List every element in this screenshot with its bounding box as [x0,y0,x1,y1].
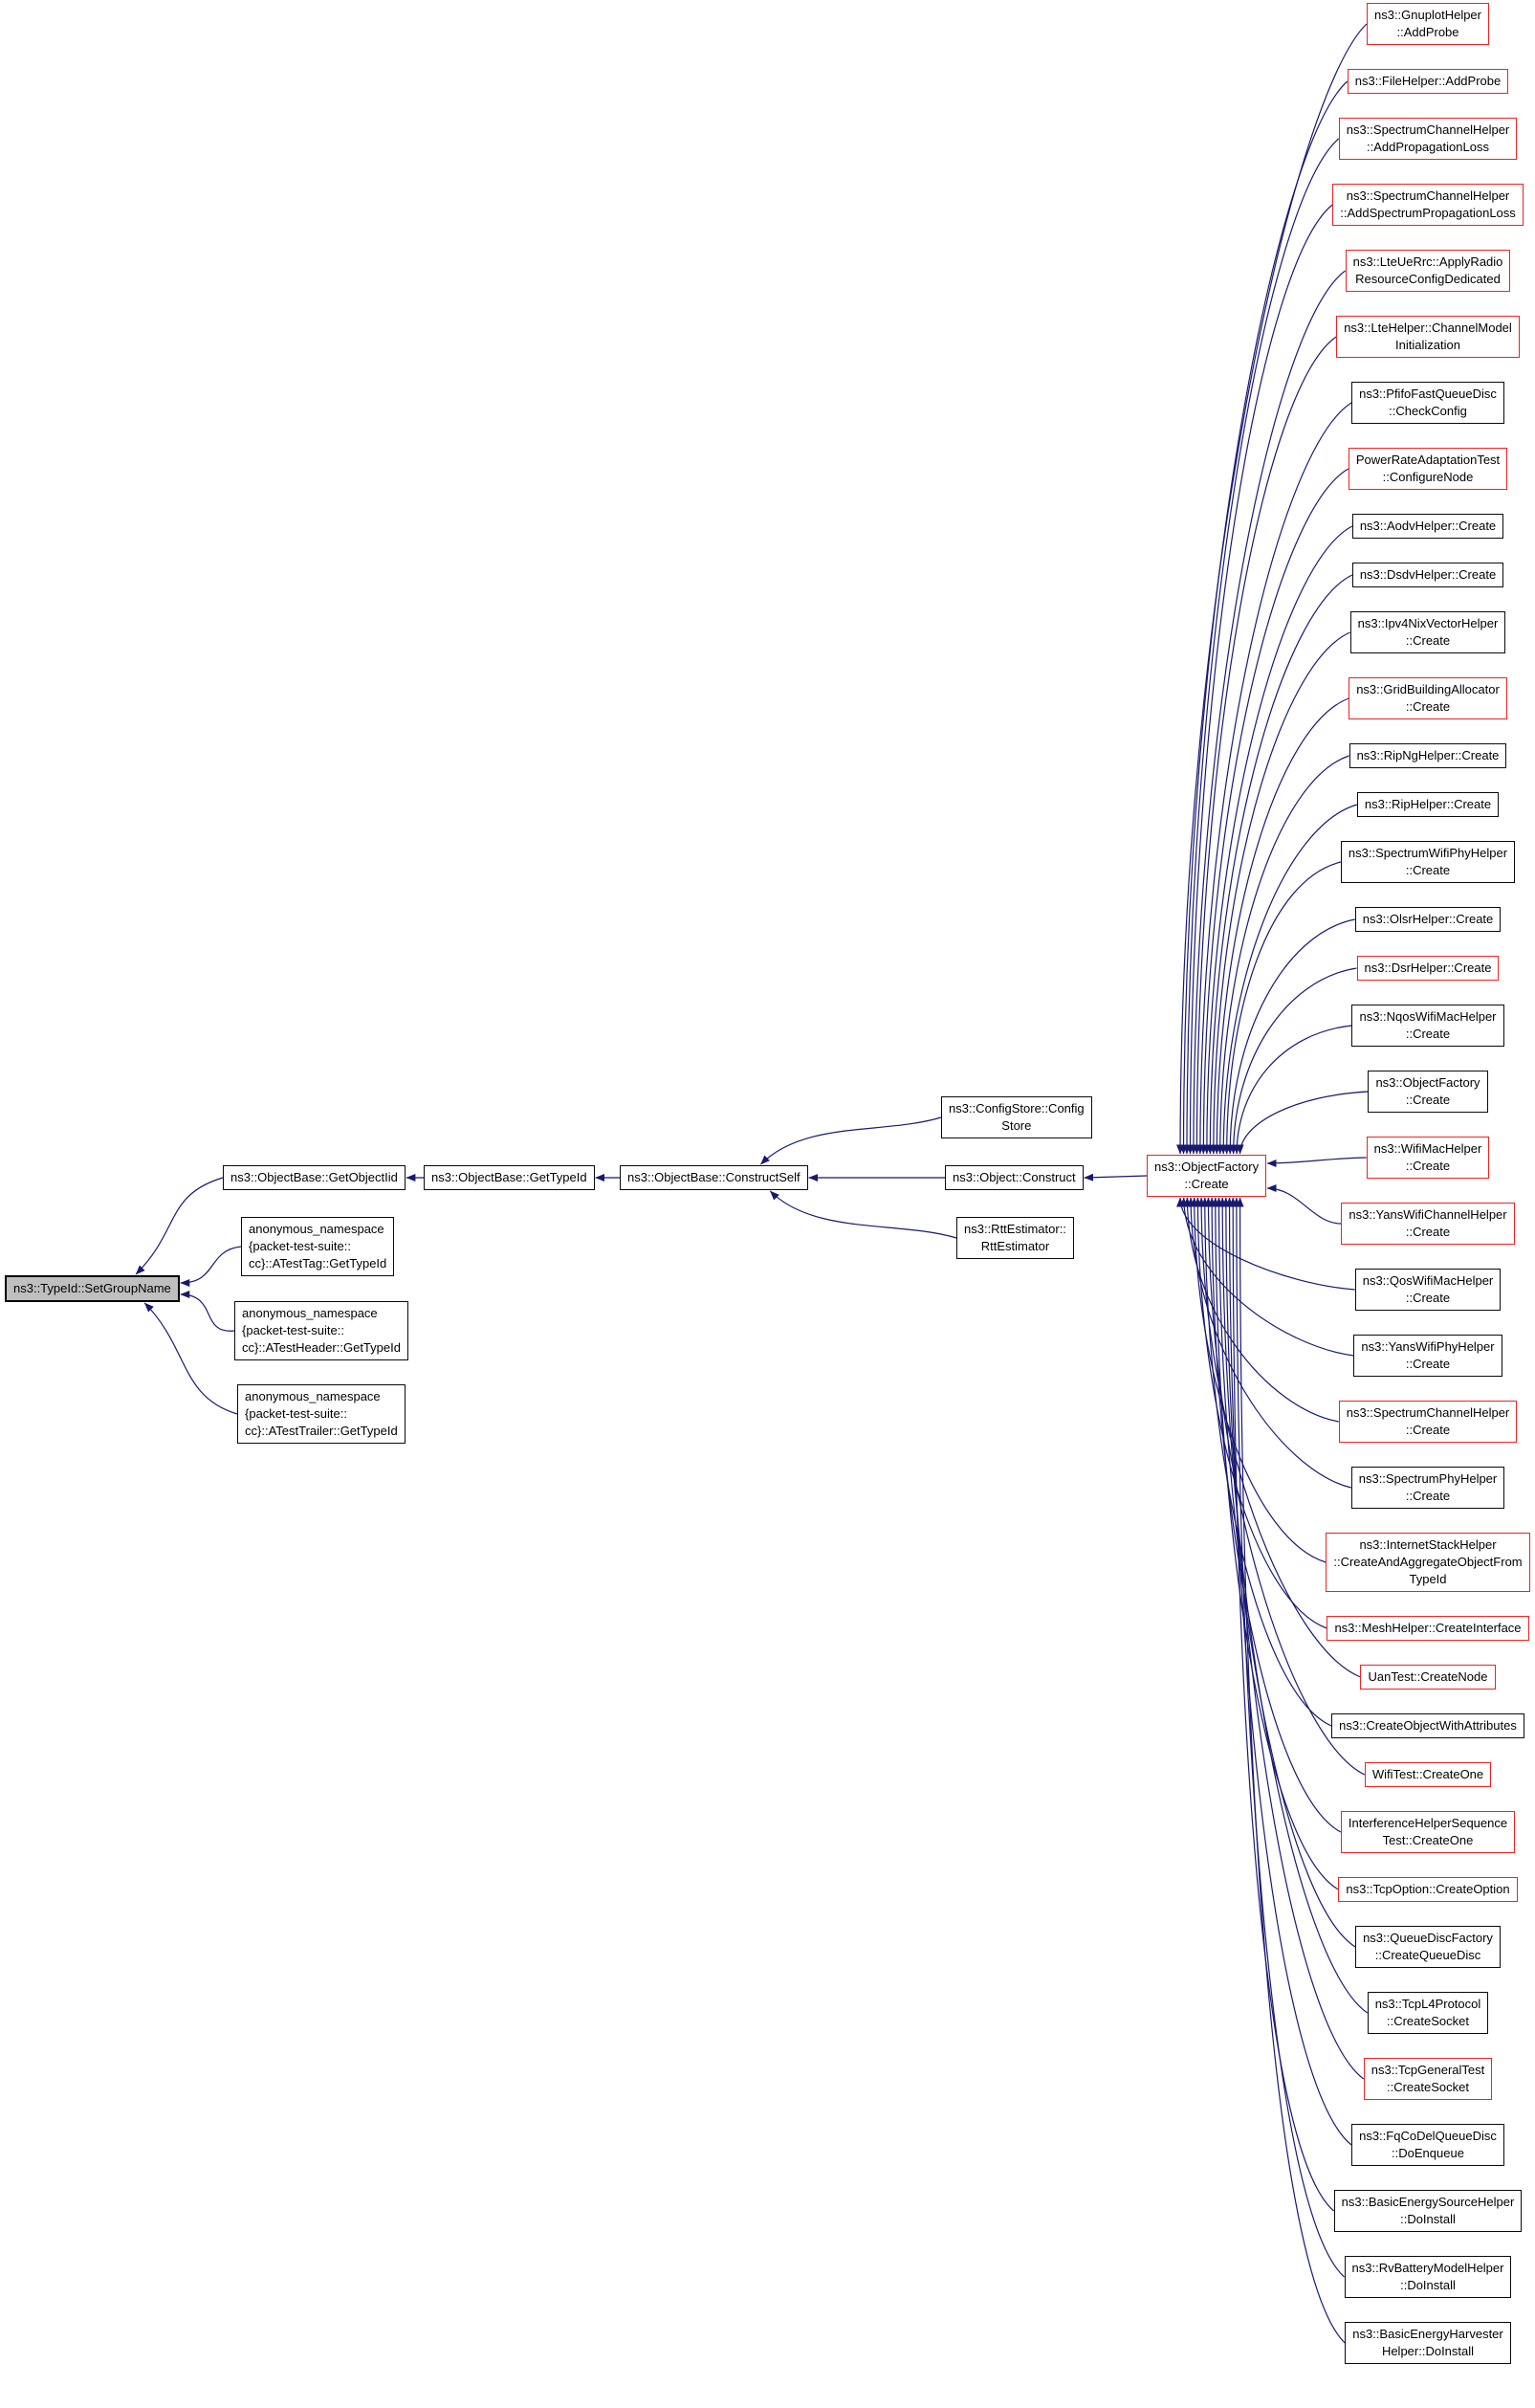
graph-edge [1266,1184,1342,1225]
node-wifi-mac-helper-create[interactable]: ns3::WifiMacHelper ::Create [1366,1137,1490,1179]
node-grid-building-allocator-create[interactable]: ns3::GridBuildingAllocator ::Create [1349,677,1507,719]
graph-edge [1266,1157,1367,1167]
node-nqos-wifi-mac-helper-create[interactable]: ns3::NqosWifiMacHelper ::Create [1351,1005,1504,1047]
node-objectbase-gettypeid[interactable]: ns3::ObjectBase::GetTypeId [424,1165,595,1190]
graph-edge [1182,138,1340,1155]
graph-edge [1216,755,1349,1155]
node-gnuplot-helper-add-probe[interactable]: ns3::GnuplotHelper ::AddProbe [1366,3,1489,45]
node-configstore-configstore[interactable]: ns3::ConfigStore::Config Store [941,1096,1092,1138]
node-spectrum-channel-helper-add-propagation-loss[interactable]: ns3::SpectrumChannelHelper ::AddPropagat… [1338,118,1518,160]
graph-edge [135,1177,224,1275]
node-basic-energy-source-helper-do-install[interactable]: ns3::BasicEnergySourceHelper ::DoInstall [1333,2190,1523,2232]
graph-edge [1226,918,1355,1155]
graph-edge [1199,468,1349,1155]
graph-edge [760,1116,942,1165]
graph-edge [1219,804,1358,1155]
node-ipv4-nix-vector-helper-create[interactable]: ns3::Ipv4NixVectorHelper ::Create [1349,611,1506,653]
graph-edge [1202,525,1353,1155]
graph-edge [1218,1197,1369,2014]
graph-edge [1209,631,1350,1155]
graph-edge [1213,697,1349,1155]
node-aodv-helper-create[interactable]: ns3::AodvHelper::Create [1351,514,1504,539]
node-atesttag-gettypeid[interactable]: anonymous_namespace {packet-test-suite::… [241,1217,395,1276]
node-power-rate-adaptation-test-configure-node[interactable]: PowerRateAdaptationTest ::ConfigureNode [1348,448,1508,490]
graph-edge [1084,1173,1148,1182]
node-lte-helper-channel-model-initialization[interactable]: ns3::LteHelper::ChannelModel Initializat… [1336,316,1520,358]
node-spectrum-channel-helper-create[interactable]: ns3::SpectrumChannelHelper ::Create [1338,1401,1518,1443]
node-dsr-helper-create[interactable]: ns3::DsrHelper::Create [1356,956,1500,981]
graph-edge [1186,204,1333,1155]
graph-edge [1229,967,1357,1155]
graph-edge [1233,1025,1352,1155]
node-interference-helper-sequence-test-create-one[interactable]: InterferenceHelperSequence Test::CreateO… [1340,1811,1516,1853]
node-atestheader-gettypeid[interactable]: anonymous_namespace {packet-test-suite::… [234,1301,408,1360]
node-tcp-option-create-option[interactable]: ns3::TcpOption::CreateOption [1338,1877,1518,1902]
graph-edge [1222,861,1342,1155]
node-object-factory-create-overload[interactable]: ns3::ObjectFactory ::Create [1368,1071,1488,1113]
graph-edge [143,1302,238,1415]
graph-edge [1229,1197,1335,2212]
node-pfifo-fast-queue-disc-check-config[interactable]: ns3::PfifoFastQueueDisc ::CheckConfig [1351,382,1504,424]
node-tcp-l4-protocol-create-socket[interactable]: ns3::TcpL4Protocol ::CreateSocket [1367,1992,1489,2034]
graph-edge [180,1291,235,1332]
node-wifi-test-create-one[interactable]: WifiTest::CreateOne [1364,1762,1492,1787]
node-objectbase-constructself[interactable]: ns3::ObjectBase::ConstructSelf [620,1165,808,1190]
graph-edge [1179,1197,1354,1357]
node-olsr-helper-create[interactable]: ns3::OlsrHelper::Create [1354,907,1502,932]
graph-edge [1195,402,1352,1155]
node-typeid-setgroupname[interactable]: ns3::TypeId::SetGroupName [5,1275,180,1302]
node-yans-wifi-phy-helper-create[interactable]: ns3::YansWifiPhyHelper ::Create [1353,1335,1502,1377]
node-queue-disc-factory-create-queue-disc[interactable]: ns3::QueueDiscFactory ::CreateQueueDisc [1355,1926,1501,1968]
graph-edge [1206,574,1353,1155]
node-dsdv-helper-create[interactable]: ns3::DsdvHelper::Create [1351,563,1504,587]
graph-edge [1179,80,1349,1155]
node-uan-test-create-node[interactable]: UanTest::CreateNode [1360,1665,1496,1690]
graph-edge [1193,336,1337,1155]
node-spectrum-phy-helper-create[interactable]: ns3::SpectrumPhyHelper ::Create [1350,1467,1505,1509]
node-yans-wifi-channel-helper-create[interactable]: ns3::YansWifiChannelHelper ::Create [1341,1203,1515,1245]
node-rip-helper-create[interactable]: ns3::RipHelper::Create [1356,792,1500,817]
graph-edge [1236,1197,1346,2344]
graph-edge [1190,1197,1327,1563]
node-spectrum-wifi-phy-helper-create[interactable]: ns3::SpectrumWifiPhyHelper ::Create [1340,841,1516,883]
graph-edge [1176,23,1368,1155]
node-file-helper-add-probe[interactable]: ns3::FileHelper::AddProbe [1347,69,1509,94]
graph-edge [1232,1197,1345,2278]
node-basic-energy-harvester-helper-do-install[interactable]: ns3::BasicEnergyHarvester Helper::DoInst… [1345,2322,1511,2364]
graph-edge [1236,1091,1369,1155]
node-rv-battery-model-helper-do-install[interactable]: ns3::RvBatteryModelHelper ::DoInstall [1344,2256,1512,2298]
node-mesh-helper-create-interface[interactable]: ns3::MeshHelper::CreateInterface [1327,1616,1529,1641]
node-create-object-with-attributes[interactable]: ns3::CreateObjectWithAttributes [1331,1713,1524,1738]
node-objectfactory-create[interactable]: ns3::ObjectFactory ::Create [1147,1155,1267,1197]
node-rip-ng-helper-create[interactable]: ns3::RipNgHelper::Create [1349,743,1507,768]
graph-edge [180,1246,242,1287]
node-object-construct[interactable]: ns3::Object::Construct [945,1165,1084,1190]
graph-edge [1221,1197,1365,2080]
graph-edge [1204,1197,1366,1776]
graph-edge [1211,1197,1339,1890]
node-lte-ue-rrc-apply-radio-resource-config-dedicated[interactable]: ns3::LteUeRrc::ApplyRadio ResourceConfig… [1345,250,1511,292]
graph-edge [1189,270,1346,1155]
node-atesttrailer-gettypeid[interactable]: anonymous_namespace {packet-test-suite::… [237,1384,406,1444]
graph-edge [1197,1197,1361,1678]
graph-edge [1225,1197,1352,2146]
graph-edge [1183,1197,1339,1423]
node-objectbase-getobjectiid[interactable]: ns3::ObjectBase::GetObjectIid [223,1165,406,1190]
node-internet-stack-helper-create-and-aggregate-object-from-type-id[interactable]: ns3::InternetStackHelper ::CreateAndAggr… [1326,1533,1530,1592]
node-tcp-general-test-create-socket[interactable]: ns3::TcpGeneralTest ::CreateSocket [1363,2058,1493,2100]
node-qos-wifi-mac-helper-create[interactable]: ns3::QosWifiMacHelper ::Create [1354,1269,1502,1311]
node-rttestimator-rttestimator[interactable]: ns3::RttEstimator:: RttEstimator [956,1217,1074,1259]
node-fq-co-del-queue-disc-do-enqueue[interactable]: ns3::FqCoDelQueueDisc ::DoEnqueue [1351,2124,1504,2166]
node-spectrum-channel-helper-add-spectrum-propagation-loss[interactable]: ns3::SpectrumChannelHelper ::AddSpectrum… [1332,184,1524,226]
graph-edge [769,1190,957,1239]
graph-edge [1187,1197,1351,1489]
